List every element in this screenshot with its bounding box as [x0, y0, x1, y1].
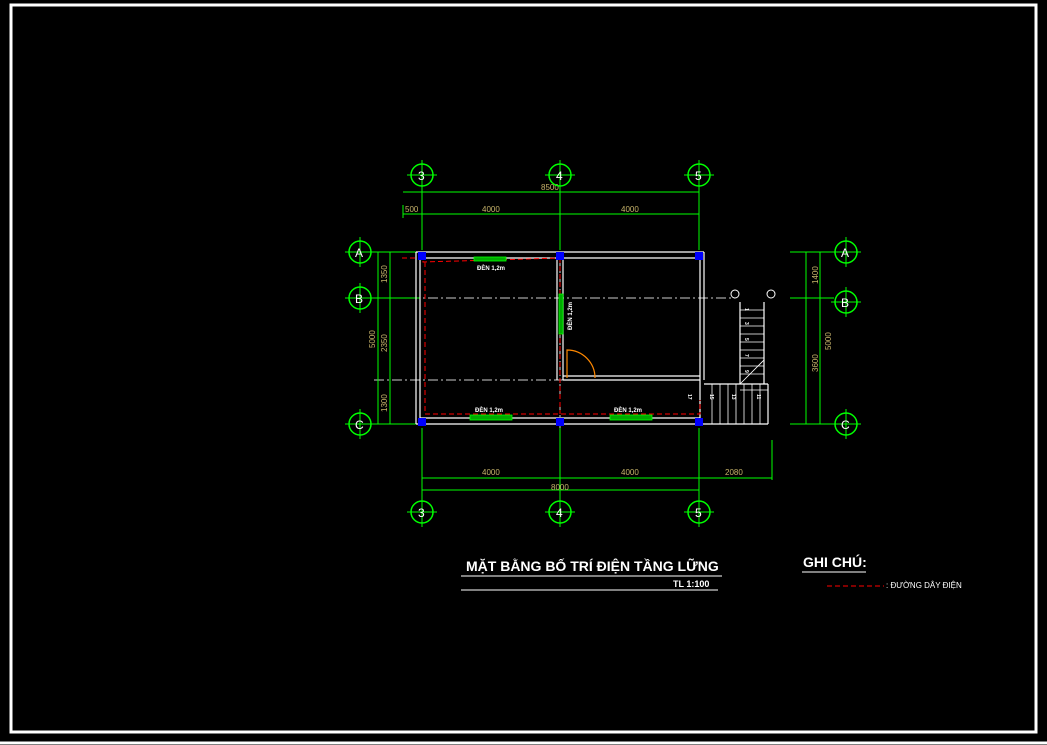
stair-step-9: 9 [743, 370, 749, 373]
stair-rail-end-right [766, 289, 776, 299]
axis-label-a-right: A [841, 246, 849, 260]
axis-label-5-top: 5 [695, 169, 702, 183]
light-label-bottom-left: ĐÈN 1,2m [475, 406, 503, 414]
stair-treads [711, 309, 768, 424]
dim-right-total: 5000 [824, 332, 833, 350]
dim-top-total: 8500 [541, 183, 559, 192]
light-fixture-top [473, 256, 507, 262]
stair-step-13: 13 [730, 394, 736, 400]
door-swing [566, 349, 596, 379]
light-label-top: ĐÈN 1,2m [477, 264, 505, 272]
light-fixture-bottom-left [469, 414, 513, 421]
dim-left-3: 1300 [380, 394, 389, 412]
dim-left-total: 5000 [368, 330, 377, 348]
dim-top-span-1: 4000 [482, 205, 500, 214]
axis-label-c-right: C [841, 418, 850, 432]
dim-top-span-2: 4000 [621, 205, 639, 214]
dim-right-2: 3600 [811, 354, 820, 372]
stair-step-11: 11 [755, 394, 761, 400]
structural-columns [418, 252, 703, 426]
axis-label-b-left: B [355, 292, 363, 306]
drawing-title: MẶT BẰNG BỐ TRÍ ĐIỆN TẦNG LỮNG [466, 557, 719, 574]
stair-step-3: 3 [743, 322, 749, 325]
sheet-frame [9, 3, 1038, 734]
dimension-lines [374, 186, 834, 500]
axis-label-3-top: 3 [418, 169, 425, 183]
legend-heading: GHI CHÚ: [803, 553, 867, 570]
dim-bottom-span-3: 2080 [725, 468, 743, 477]
axis-label-c-left: C [355, 418, 364, 432]
axis-label-a-left: A [355, 246, 363, 260]
light-label-bottom-right: ĐÈN 1,2m [614, 406, 642, 414]
axis-label-4-top: 4 [556, 169, 563, 183]
axis-label-b-right: B [841, 296, 849, 310]
dim-bottom-total: 8000 [551, 483, 569, 492]
dim-bottom-span-2: 4000 [621, 468, 639, 477]
stair-step-17: 17 [686, 394, 692, 400]
electrical-wire-run [402, 257, 701, 415]
dim-bottom-span-1: 4000 [482, 468, 500, 477]
stair-step-15: 15 [708, 394, 714, 400]
stair-step-1: 1 [743, 308, 749, 311]
light-fixture-bottom-right [609, 414, 653, 421]
light-fixture-middle [558, 293, 564, 335]
axis-label-3-bottom: 3 [418, 506, 425, 520]
drawing-scale: TL 1:100 [673, 579, 709, 589]
axis-label-5-bottom: 5 [695, 506, 702, 520]
stair-step-5: 5 [743, 338, 749, 341]
legend-item-wire: : ĐƯỜNG DÂY ĐIỆN [886, 581, 962, 590]
stair-step-7: 7 [743, 354, 749, 357]
axis-label-4-bottom: 4 [556, 506, 563, 520]
dim-right-1: 1400 [811, 266, 820, 284]
dim-left-1: 1350 [380, 265, 389, 283]
axis-bubble-ticks [345, 160, 861, 527]
dim-left-2: 2350 [380, 334, 389, 352]
walls [415, 251, 769, 425]
dim-top-lead: 500 [405, 205, 419, 214]
axis-centerlines [374, 240, 735, 430]
light-label-middle: ĐÈN 1,2m [566, 302, 574, 330]
stair-rail-end-left [730, 289, 740, 299]
